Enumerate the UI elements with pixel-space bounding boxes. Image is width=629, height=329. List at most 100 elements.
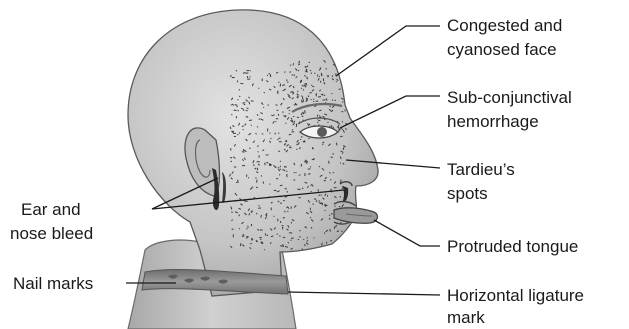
- spot: [335, 74, 337, 75]
- spot: [319, 195, 320, 196]
- spot: [340, 222, 341, 223]
- leader-subconjunctival: [340, 96, 440, 128]
- spot: [282, 226, 284, 227]
- spot: [236, 71, 237, 72]
- spot: [267, 75, 268, 76]
- spot: [313, 185, 314, 186]
- spot: [280, 161, 281, 162]
- spot: [264, 92, 265, 93]
- spot: [321, 195, 322, 196]
- spot: [332, 154, 334, 155]
- spot: [260, 230, 263, 231]
- spot: [259, 157, 260, 158]
- label-ear-nose-line2: nose bleed: [10, 224, 93, 243]
- spot: [317, 122, 318, 123]
- spot: [243, 110, 244, 111]
- spot: [335, 100, 336, 101]
- spot: [280, 84, 281, 87]
- spot: [330, 179, 331, 180]
- spot: [299, 197, 301, 198]
- spot: [339, 89, 341, 90]
- spot: [300, 236, 301, 237]
- spot: [261, 175, 262, 176]
- spot: [280, 185, 283, 186]
- spot: [231, 212, 232, 213]
- spot: [274, 216, 275, 217]
- spot: [310, 167, 311, 168]
- spot: [252, 187, 254, 188]
- spot: [341, 231, 342, 232]
- spot: [337, 127, 339, 128]
- spot: [331, 157, 333, 158]
- spot: [279, 138, 281, 139]
- spot: [311, 227, 312, 229]
- label-nail-marks: Nail marks: [13, 274, 93, 293]
- spot: [332, 100, 333, 101]
- spot: [263, 107, 264, 108]
- spot: [258, 88, 259, 89]
- spot: [256, 213, 257, 214]
- spot: [312, 86, 314, 87]
- spot: [266, 215, 267, 217]
- spot: [285, 197, 288, 198]
- label-tardieu-line2: spots: [447, 184, 488, 203]
- spot: [256, 240, 257, 242]
- spot: [288, 242, 289, 243]
- spot: [261, 215, 262, 218]
- spot: [239, 96, 240, 97]
- spot: [304, 239, 305, 240]
- spot: [344, 238, 345, 240]
- spot: [336, 143, 337, 146]
- spot: [299, 175, 301, 176]
- spot: [313, 147, 314, 149]
- spot: [311, 73, 312, 74]
- spot: [330, 106, 331, 107]
- label-congested-line2: cyanosed face: [447, 40, 557, 59]
- spot: [323, 117, 325, 118]
- spot: [329, 161, 330, 164]
- spot: [318, 120, 320, 121]
- spot: [309, 138, 310, 139]
- spot: [298, 70, 299, 71]
- spot: [329, 173, 330, 174]
- spot: [349, 72, 351, 74]
- spot: [282, 85, 285, 86]
- spot: [283, 237, 285, 238]
- spot: [333, 172, 334, 173]
- spot: [300, 189, 301, 190]
- spot: [310, 70, 311, 71]
- spot: [294, 105, 297, 106]
- spot: [239, 132, 240, 133]
- spot: [337, 64, 338, 65]
- spot: [319, 166, 320, 167]
- spot: [307, 237, 308, 238]
- spot: [306, 227, 307, 228]
- spot: [280, 169, 281, 170]
- spot: [240, 243, 241, 246]
- label-subconjunctival-line1: Sub-conjunctival: [447, 88, 572, 107]
- spot: [325, 210, 326, 211]
- spot: [298, 91, 299, 92]
- spot: [265, 163, 266, 166]
- spot: [249, 213, 250, 215]
- spot: [289, 134, 292, 135]
- spot: [237, 106, 238, 107]
- spot: [297, 117, 299, 118]
- spot: [302, 86, 304, 87]
- spot: [327, 122, 328, 123]
- spot: [258, 145, 259, 147]
- spot: [340, 136, 343, 137]
- spot: [335, 206, 336, 207]
- spot: [339, 70, 340, 71]
- spot: [313, 99, 314, 100]
- spot: [314, 238, 315, 239]
- spot: [243, 103, 246, 104]
- spot: [297, 189, 299, 190]
- spot: [284, 145, 285, 146]
- label-congested-line1: Congested and: [447, 16, 562, 35]
- spot: [236, 182, 238, 183]
- spot: [302, 100, 303, 103]
- spot: [242, 126, 244, 127]
- label-ligature-line1: Horizontal ligature: [447, 286, 584, 305]
- spot: [322, 144, 323, 145]
